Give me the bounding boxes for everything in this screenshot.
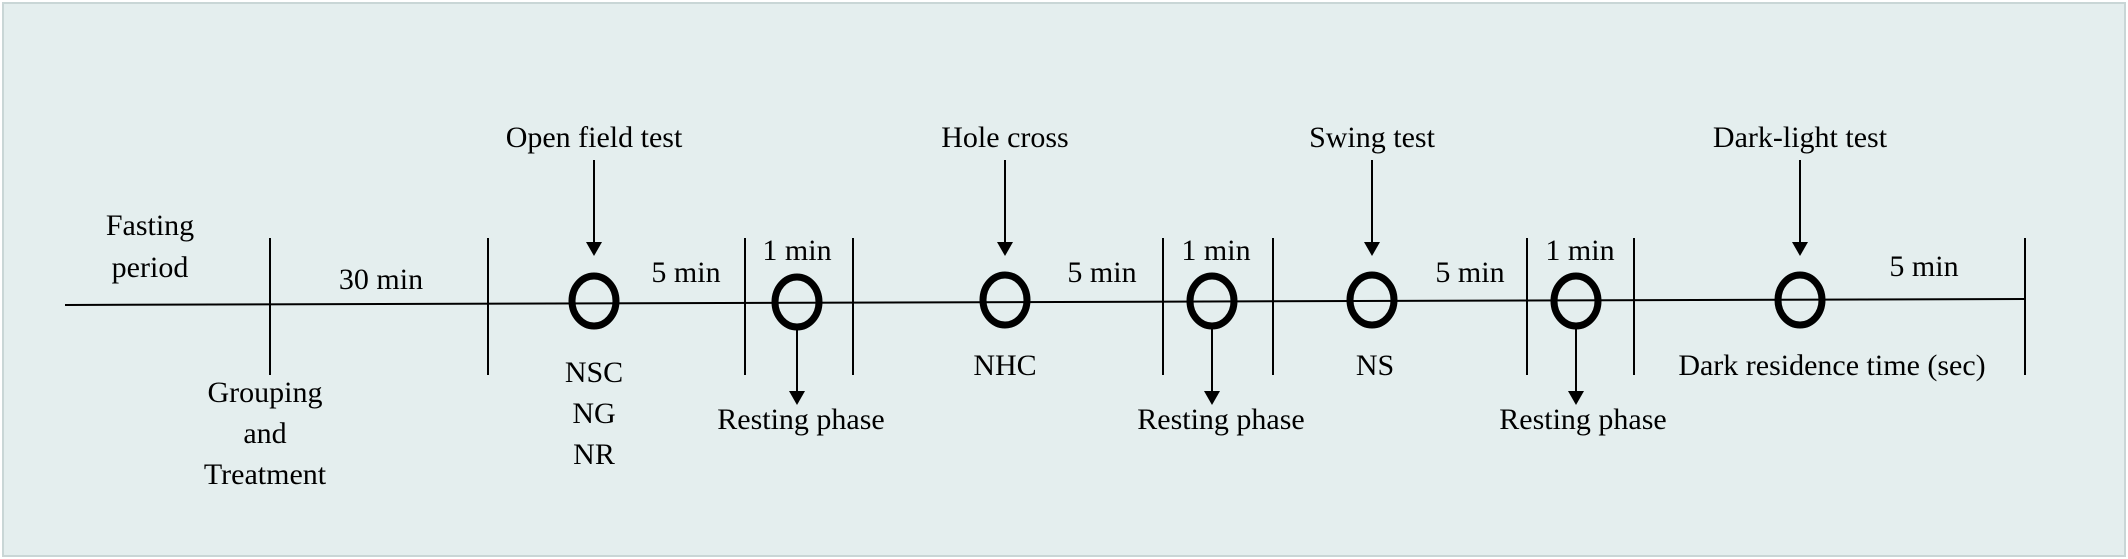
separators bbox=[269, 238, 2026, 375]
node-dark-light bbox=[1774, 271, 1826, 329]
measure-nr: NR bbox=[573, 438, 615, 471]
arrowheads bbox=[586, 242, 1808, 405]
node-hole-cross bbox=[979, 271, 1031, 329]
duration-5min-3: 5 min bbox=[1435, 256, 1504, 289]
swing-test-label: Swing test bbox=[1309, 121, 1436, 154]
resting-phase-3: Resting phase bbox=[1499, 403, 1666, 436]
arrowhead-rest-2 bbox=[1204, 391, 1220, 405]
open-field-test-label: Open field test bbox=[506, 121, 683, 154]
resting-phase-2: Resting phase bbox=[1137, 403, 1304, 436]
fasting-label-line1: Fasting bbox=[106, 209, 194, 242]
grouping-label-line2: and bbox=[243, 417, 286, 450]
measure-nsc: NSC bbox=[565, 356, 623, 389]
timeline-axis bbox=[64, 298, 2026, 306]
node-open-field bbox=[568, 272, 620, 330]
duration-5min-1: 5 min bbox=[651, 256, 720, 289]
measure-dark-residence: Dark residence time (sec) bbox=[1678, 349, 1985, 382]
duration-1min-1: 1 min bbox=[762, 234, 831, 267]
arrowhead-rest-3 bbox=[1568, 391, 1584, 405]
arrowhead-rest-1 bbox=[789, 391, 805, 405]
test-arrows bbox=[593, 160, 1801, 393]
arrowhead-dark-light bbox=[1792, 242, 1808, 256]
node-rest-3 bbox=[1550, 272, 1602, 330]
hole-cross-label: Hole cross bbox=[941, 121, 1068, 154]
duration-5min-2: 5 min bbox=[1067, 256, 1136, 289]
dark-light-test-label: Dark-light test bbox=[1713, 121, 1888, 154]
measure-ns: NS bbox=[1356, 349, 1394, 382]
duration-1min-2: 1 min bbox=[1181, 234, 1250, 267]
duration-1min-3: 1 min bbox=[1545, 234, 1614, 267]
measure-nhc: NHC bbox=[973, 349, 1036, 382]
measure-ng: NG bbox=[572, 397, 615, 430]
test-nodes bbox=[568, 271, 1826, 331]
node-swing bbox=[1346, 271, 1398, 329]
duration-5min-4: 5 min bbox=[1889, 250, 1958, 283]
arrowhead-swing bbox=[1364, 242, 1380, 256]
fasting-label-line2: period bbox=[112, 251, 189, 284]
node-rest-2 bbox=[1186, 272, 1238, 330]
grouping-label-line3: Treatment bbox=[204, 458, 327, 491]
duration-30min: 30 min bbox=[339, 263, 423, 296]
arrowhead-open-field bbox=[586, 242, 602, 256]
resting-phase-1: Resting phase bbox=[717, 403, 884, 436]
arrowhead-hole-cross bbox=[997, 242, 1013, 256]
grouping-label-line1: Grouping bbox=[208, 376, 323, 409]
